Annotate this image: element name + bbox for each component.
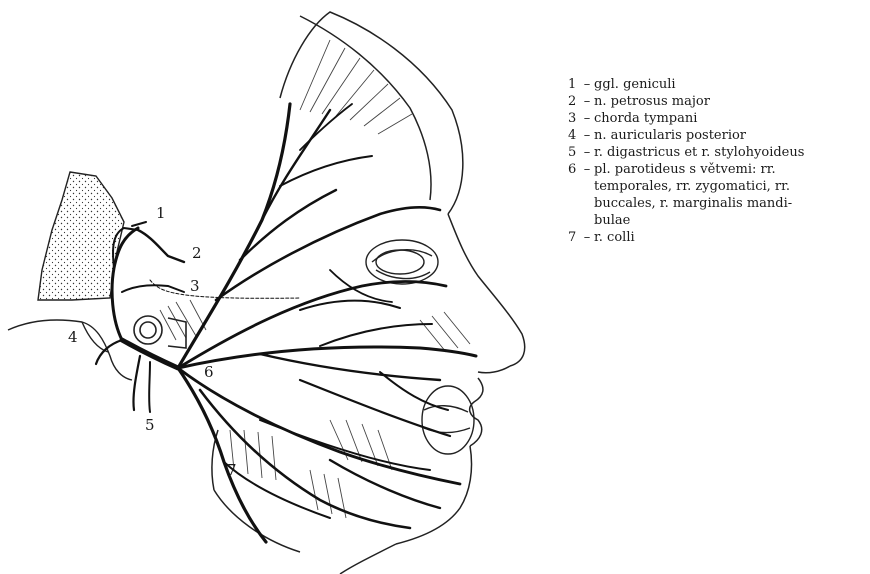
legend-item-7: 7 – r. colli [568, 229, 868, 246]
legend-dash: – [580, 127, 594, 144]
head-outline [212, 12, 525, 574]
legend-number: 6 [568, 161, 580, 178]
legend-number: 7 [568, 229, 580, 246]
legend-text: r. colli [594, 229, 868, 246]
legend-item-3: 3 – chorda tympani [568, 110, 868, 127]
legend-text: n. petrosus major [594, 93, 868, 110]
legend-dash: – [580, 76, 594, 93]
legend-number: 4 [568, 127, 580, 144]
legend-dash: – [580, 93, 594, 110]
legend-dash: – [580, 229, 594, 246]
legend-item-2: 2 – n. petrosus major [568, 93, 868, 110]
external-acoustic-meatus [134, 316, 186, 348]
figure-label-1: 1 [156, 204, 166, 222]
legend-item-5: 5 – r. digastricus et r. stylohyoideus [568, 144, 868, 161]
legend-number: 2 [568, 93, 580, 110]
figure-label-2: 2 [192, 244, 202, 262]
figure-label-7: 7 [227, 461, 237, 479]
legend-dash: – [580, 110, 594, 127]
facial-nerve-illustration: 1 2 3 4 5 6 7 [0, 0, 560, 574]
legend-number: 5 [568, 144, 580, 161]
legend-text: n. auricularis posterior [594, 127, 868, 144]
mouth [422, 386, 474, 454]
eye [366, 240, 438, 284]
legend-text: ggl. geniculi [594, 76, 868, 93]
legend-item-1: 1 – ggl. geniculi [568, 76, 868, 93]
figure-label-3: 3 [190, 277, 200, 295]
legend-text: r. digastricus et r. stylohyoideus [594, 144, 868, 161]
legend-item-6: 6 – pl. parotideus s větvemi: rr. tempor… [568, 161, 868, 229]
figure-label-6: 6 [204, 363, 214, 381]
figure-label-4: 4 [68, 328, 78, 346]
legend-dash: – [580, 144, 594, 161]
legend-dash: – [580, 161, 594, 178]
figure-label-5: 5 [145, 416, 155, 434]
legend-number: 3 [568, 110, 580, 127]
legend-text: chorda tympani [594, 110, 868, 127]
legend: 1 – ggl. geniculi 2 – n. petrosus major … [568, 76, 868, 246]
legend-text: pl. parotideus s větvemi: rr. temporales… [594, 161, 868, 229]
legend-item-4: 4 – n. auricularis posterior [568, 127, 868, 144]
legend-number: 1 [568, 76, 580, 93]
